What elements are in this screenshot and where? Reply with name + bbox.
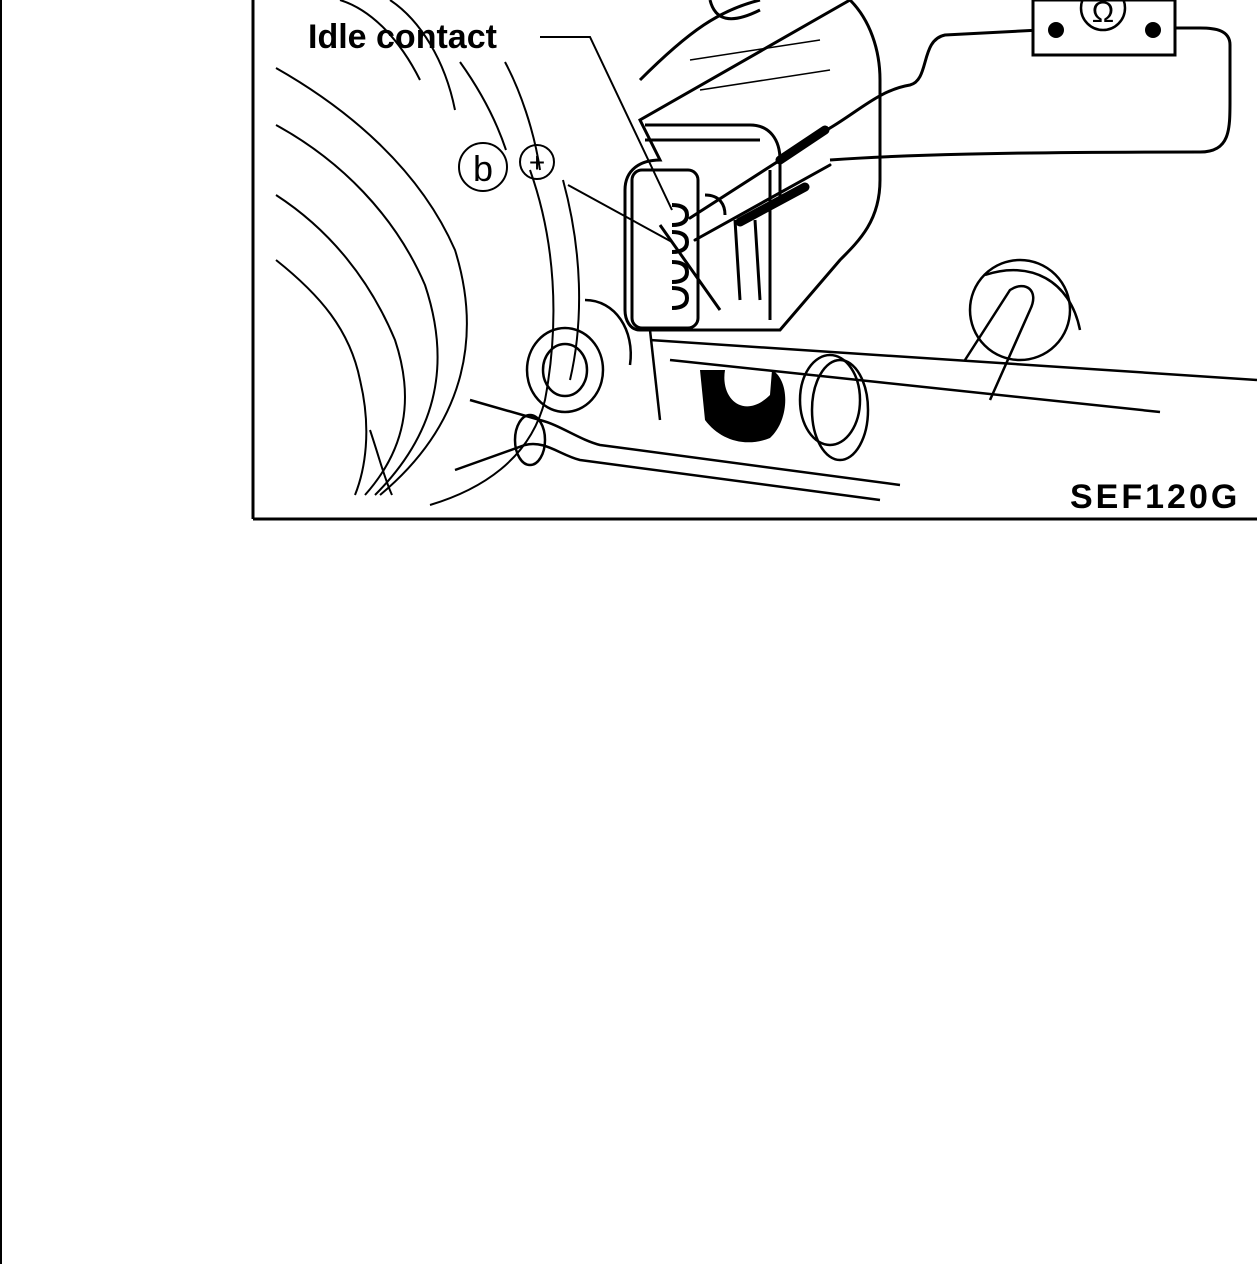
- terminal-plus-marker: +: [519, 144, 555, 180]
- idle-contact-label: Idle contact: [308, 18, 497, 56]
- meter-leads: [829, 26, 1232, 162]
- terminal-letter: b: [473, 148, 493, 189]
- figure-border: [251, 0, 1257, 521]
- ohmmeter-probes: [688, 125, 832, 242]
- lower-components: [454, 258, 1257, 502]
- ohmmeter-icon: Ω: [1031, 0, 1177, 57]
- sensor-connector-terminals: [671, 203, 690, 310]
- figure-code: SEF120G: [1070, 478, 1240, 516]
- page-left-edge: [0, 0, 2, 1264]
- throttle-valve: [700, 370, 786, 443]
- illustration-svg: Ω Idle contact: [251, 0, 1257, 521]
- throttle-body-outline: [275, 0, 581, 506]
- technical-illustration: Ω Idle contact: [0, 0, 1257, 530]
- terminal-b-marker: b: [458, 142, 508, 192]
- throttle-position-sensor: [623, 0, 882, 332]
- meter-symbol: Ω: [1092, 0, 1114, 29]
- leader-lines: [540, 36, 673, 243]
- terminal-sign: +: [529, 147, 545, 178]
